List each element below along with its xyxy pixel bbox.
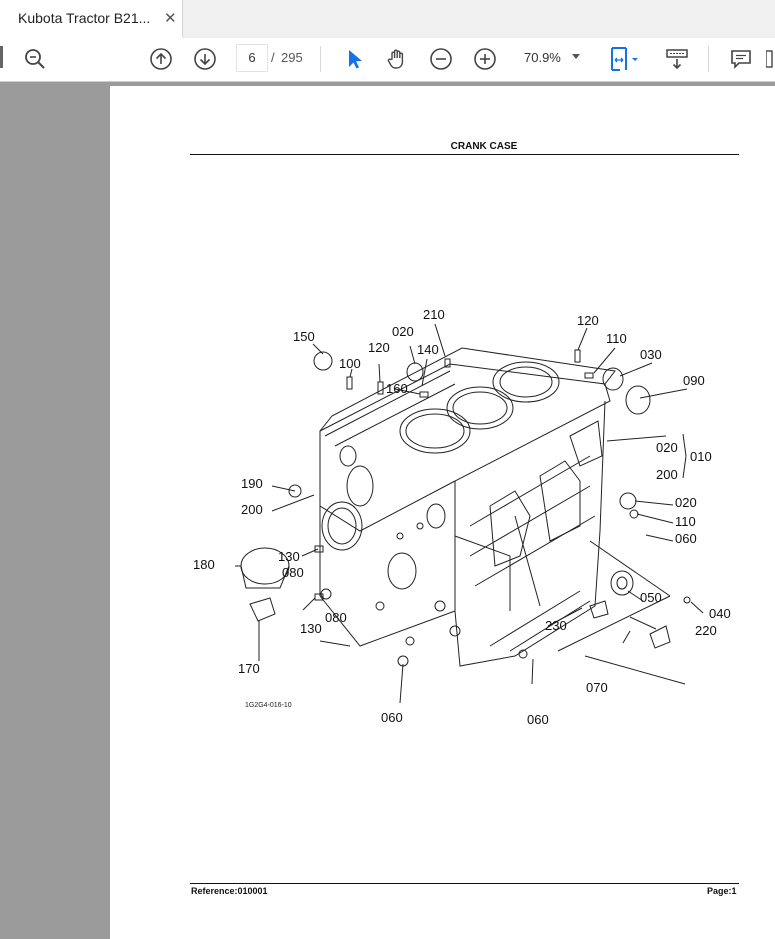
part-label-040: 040 [709, 606, 731, 621]
header-rule [190, 154, 739, 155]
fit-page-icon[interactable] [608, 46, 642, 72]
part-label-060a: 060 [675, 531, 697, 546]
part-label-200b: 200 [241, 502, 263, 517]
part-label-080a: 080 [282, 565, 304, 580]
part-label-140: 140 [417, 342, 439, 357]
part-label-230: 230 [545, 618, 567, 633]
part-label-070: 070 [586, 680, 608, 695]
zoom-value: 70.9% [524, 50, 561, 65]
page-down-icon[interactable] [192, 46, 218, 72]
zoom-level-select[interactable]: 70.9% [516, 45, 586, 71]
part-label-180: 180 [193, 557, 215, 572]
chevron-down-icon [572, 54, 580, 59]
part-label-120b: 120 [577, 313, 599, 328]
zoom-search-icon[interactable] [22, 46, 48, 72]
figure-code: 1G2G4-016-10 [245, 702, 292, 709]
part-label-020c: 020 [675, 495, 697, 510]
part-label-090: 090 [683, 373, 705, 388]
part-label-110a: 110 [606, 331, 627, 346]
part-label-030: 030 [640, 347, 662, 362]
page-up-icon[interactable] [148, 46, 174, 72]
part-label-110b: 110 [675, 514, 696, 529]
document-canvas[interactable]: CRANK CASE [0, 82, 775, 939]
toolbar: 6 / 295 70.9% [0, 38, 775, 82]
zoom-out-icon[interactable] [428, 46, 454, 72]
part-label-210: 210 [423, 307, 445, 322]
part-label-160: 160 [386, 381, 408, 396]
select-cursor-icon[interactable] [341, 46, 367, 72]
zoom-in-icon[interactable] [472, 46, 498, 72]
tab-bar: Kubota Tractor B21... ✕ [0, 0, 775, 39]
pdf-page: CRANK CASE [110, 86, 775, 939]
part-label-170: 170 [238, 661, 260, 676]
part-label-200a: 200 [656, 467, 678, 482]
part-label-080b: 080 [325, 610, 347, 625]
toolbar-divider [320, 46, 321, 72]
document-tab[interactable]: Kubota Tractor B21... ✕ [0, 0, 183, 38]
page-number-input[interactable]: 6 [236, 44, 268, 72]
part-label-010: 010 [690, 449, 712, 464]
part-label-150: 150 [293, 329, 315, 344]
scroll-mode-icon[interactable] [664, 46, 690, 72]
close-icon[interactable]: ✕ [164, 10, 177, 27]
page-title: CRANK CASE [450, 141, 518, 152]
part-label-020a: 020 [392, 324, 414, 339]
page-total: 295 [281, 50, 303, 65]
part-label-120a: 120 [368, 340, 390, 355]
crank-case-diagram: 150 100 120 020 210 140 160 120 110 030 … [193, 307, 731, 727]
part-label-020b: 020 [656, 440, 678, 455]
part-label-050: 050 [640, 590, 662, 605]
hand-pan-icon[interactable] [384, 46, 410, 72]
page-label: Page:1 [707, 886, 737, 896]
toolbar-divider [708, 46, 709, 72]
part-label-130a: 130 [278, 549, 300, 564]
more-options-icon[interactable] [764, 46, 775, 72]
part-label-100: 100 [339, 356, 361, 371]
part-label-060c: 060 [527, 712, 549, 727]
footer-rule [190, 883, 739, 884]
comment-icon[interactable] [728, 46, 754, 72]
panel-edge [0, 46, 3, 68]
reference-label: Reference:010001 [191, 886, 268, 896]
part-label-190: 190 [241, 476, 263, 491]
part-label-130b: 130 [300, 621, 322, 636]
page-separator: / [271, 50, 275, 65]
part-label-060b: 060 [381, 710, 403, 725]
tab-title: Kubota Tractor B21... [18, 10, 151, 26]
part-label-220: 220 [695, 623, 717, 638]
